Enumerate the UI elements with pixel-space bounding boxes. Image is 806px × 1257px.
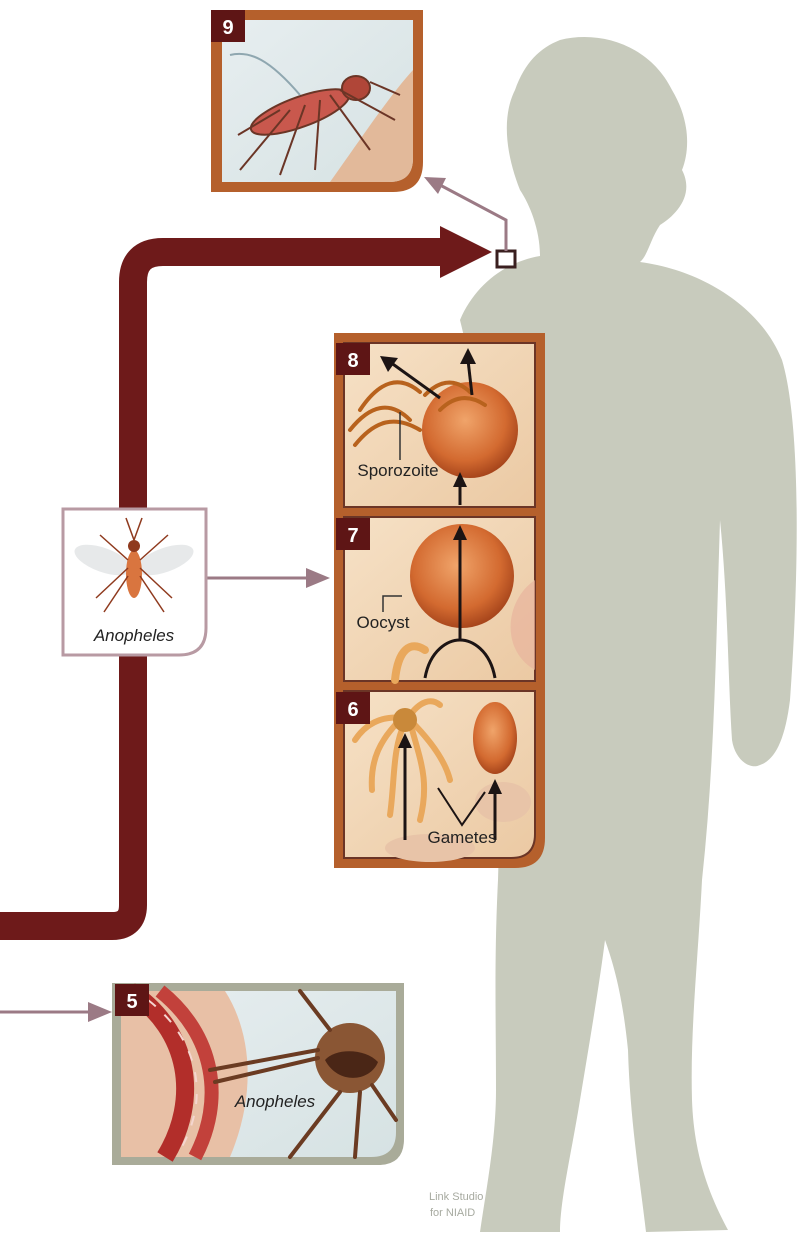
panel-6-number: 6 [347,699,358,721]
credit-line-2: for NIAID [430,1207,475,1219]
anopheles-card-label: Anopheles [93,626,175,645]
panel-8-number: 8 [347,350,358,372]
connector-stack-arrowhead [306,568,330,588]
panel-5-number: 5 [126,991,137,1013]
female-gamete [473,702,517,774]
panel-7-oocyst: Oocyst 7 [336,517,535,681]
anopheles-card: Anopheles [63,509,206,655]
connector-5-arrowhead [88,1002,112,1022]
panel-8-sporozoites: Sporozoite 8 [336,343,535,507]
panel-6-gametes: Gametes 6 [336,691,535,862]
bite-site-marker [497,251,515,267]
sporozoite-label: Sporozoite [357,461,438,480]
image-credit: Link Studio for NIAID [429,1191,483,1219]
panel-5-mosquito-biting-skin: Anopheles 5 [112,983,404,1165]
panel-7-number: 7 [347,525,358,547]
credit-line-1: Link Studio [429,1191,483,1203]
panel-5-anopheles-label: Anopheles [234,1092,316,1111]
panel-stack: Sporozoite 8 Oocyst 7 [334,333,545,868]
panel-9-mosquito-feeding: 9 [211,10,423,192]
panel-9-number: 9 [222,17,233,39]
gametes-label: Gametes [428,828,497,847]
pathway-arrowhead [440,226,492,278]
oocyst-label: Oocyst [357,613,410,632]
